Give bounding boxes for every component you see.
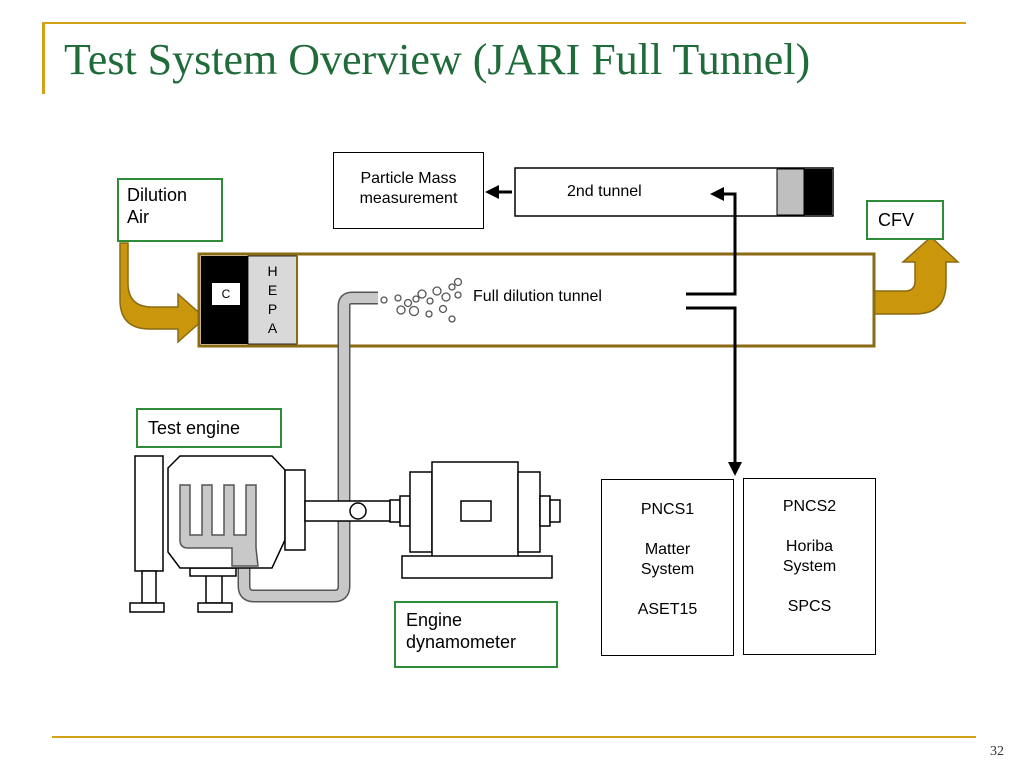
arrow-head-to-second-tunnel xyxy=(710,187,724,201)
pncs2-name: PNCS2 xyxy=(782,498,837,515)
engine-dyno-line2: dynamometer xyxy=(406,632,517,652)
hepa-letter-e: E xyxy=(267,282,278,298)
coupling xyxy=(349,502,367,520)
pncs2-model: SPCS xyxy=(787,598,832,615)
charcoal-filter-label: C xyxy=(211,282,241,306)
test-engine-label: Test engine xyxy=(136,408,282,448)
exhaust-manifold xyxy=(179,484,259,567)
particle-mass-line2: measurement xyxy=(359,190,458,207)
pncs2-box: PNCS2 Horiba System SPCS xyxy=(743,478,876,655)
pncs1-model: ASET15 xyxy=(637,601,698,618)
second-tunnel-label: 2nd tunnel xyxy=(567,183,642,200)
dilution-air-label: Dilution Air xyxy=(117,178,223,242)
dilution-air-line1: Dilution xyxy=(127,185,188,205)
engine-dyno-line1: Engine xyxy=(406,610,463,630)
second-tunnel-filter-grey xyxy=(776,168,805,216)
pncs1-name: PNCS1 xyxy=(640,501,695,518)
second-tunnel-filter-black xyxy=(804,169,832,215)
hepa-letter-a: A xyxy=(267,320,278,336)
hepa-letter-h: H xyxy=(267,263,278,279)
hepa-filter-block xyxy=(247,255,298,345)
bottom-divider xyxy=(52,736,976,738)
hepa-letter-p: P xyxy=(267,301,278,317)
particle-mass-box: Particle Mass measurement xyxy=(333,152,484,229)
page-title: Test System Overview (JARI Full Tunnel) xyxy=(64,35,811,84)
pncs2-system-line2: System xyxy=(782,558,837,575)
page-number: 32 xyxy=(990,744,1004,759)
full-dilution-tunnel xyxy=(197,252,876,348)
arrow-head-to-pm-measurement xyxy=(485,185,499,199)
cfv-outlet-arrow xyxy=(872,235,960,315)
cfv-text: CFV xyxy=(878,210,914,230)
dilution-air-line2: Air xyxy=(127,207,149,227)
full-dilution-tunnel-label: Full dilution tunnel xyxy=(473,288,602,305)
hepa-label: H E P A xyxy=(248,262,297,338)
cfv-label: CFV xyxy=(866,200,944,240)
pncs1-box: PNCS1 Matter System ASET15 xyxy=(601,479,734,656)
test-engine-text: Test engine xyxy=(148,418,241,438)
pncs1-system-line2: System xyxy=(640,561,695,578)
test-engine-drawing xyxy=(129,455,391,613)
pncs1-system-line1: Matter xyxy=(644,541,691,558)
top-divider xyxy=(42,22,966,24)
sample-lines xyxy=(498,190,737,462)
title-accent-bar xyxy=(42,22,45,94)
dilution-air-inlet-arrow xyxy=(119,242,207,344)
particle-cluster xyxy=(380,277,463,323)
arrow-head-to-pncs xyxy=(728,462,742,476)
charcoal-filter-text: C xyxy=(221,287,231,301)
pncs2-system-line1: Horiba xyxy=(785,538,834,555)
particle-mass-line1: Particle Mass xyxy=(360,170,457,187)
dynamometer-drawing xyxy=(389,461,561,579)
engine-dynamometer-label: Engine dynamometer xyxy=(394,601,558,668)
